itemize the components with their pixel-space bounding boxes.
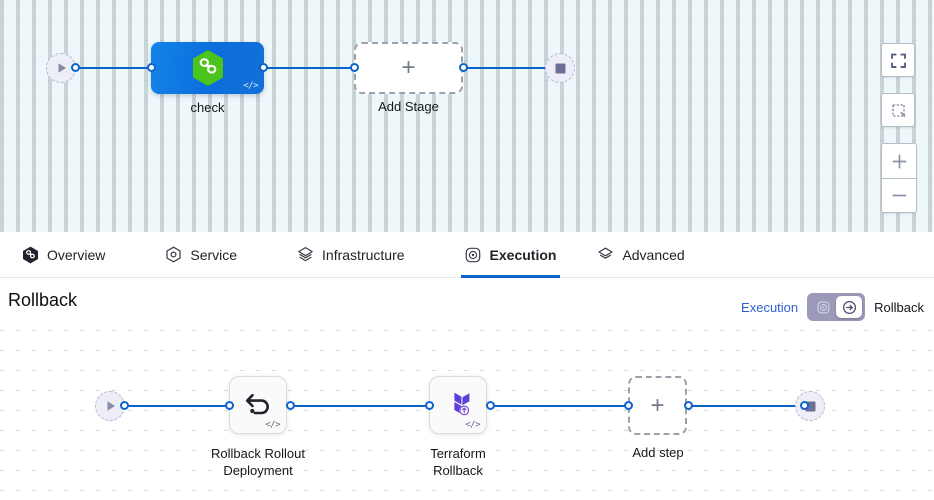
harness-hexagon-icon: [22, 246, 39, 263]
layers-diamond-icon: [297, 246, 314, 263]
execution-rollback-switch: Execution Rollback: [741, 293, 924, 321]
edge-step1-to-step2: [289, 405, 429, 407]
tab-execution[interactable]: Execution: [460, 232, 561, 278]
step-node-terraform-rollback[interactable]: </>: [429, 376, 487, 434]
fit-to-screen-button[interactable]: [881, 43, 915, 77]
rollback-header: Rollback Execution: [0, 278, 934, 330]
port-addstep-out[interactable]: [684, 401, 693, 410]
execution-rollback-toggle[interactable]: [807, 293, 866, 321]
step-label-rollback-rollout-deployment: Rollback Rollout Deployment: [211, 446, 305, 478]
zoom-in-button[interactable]: [882, 144, 916, 178]
zoom-controls: [881, 143, 917, 213]
undo-arrow-icon: [245, 393, 269, 415]
stop-icon: [555, 63, 565, 73]
port-step1-in[interactable]: [225, 401, 234, 410]
code-badge: </>: [265, 420, 280, 430]
canvas-toolbar-top: [881, 43, 915, 77]
rollback-arrow-icon: [842, 300, 856, 314]
code-badge: </>: [243, 81, 258, 91]
dashed-square-icon: [891, 103, 905, 117]
select-area-button[interactable]: [881, 93, 915, 127]
play-icon: [107, 401, 115, 411]
edge-step2-to-addstep: [489, 405, 629, 407]
harness-infinity-hexagon-icon: [192, 50, 223, 86]
edge-start-to-check: [75, 67, 157, 69]
minus-icon: [892, 194, 906, 197]
terraform-icon: [454, 392, 470, 416]
edge-check-to-addstage: [260, 67, 358, 69]
rollback-canvas[interactable]: </> Rollback Rollout Deployment </>: [0, 330, 934, 500]
tab-infrastructure[interactable]: Infrastructure: [293, 232, 408, 278]
add-step-label: Add step: [632, 445, 684, 460]
tab-label: Service: [190, 246, 238, 263]
port-end-in[interactable]: [800, 401, 809, 410]
pipeline-end-node[interactable]: [545, 53, 575, 83]
port-start-out[interactable]: [120, 401, 129, 410]
edge-addstep-to-end: [688, 405, 800, 407]
plus-icon: +: [401, 54, 416, 81]
add-stage-node[interactable]: +: [354, 42, 463, 94]
service-hexagon-icon: [165, 246, 182, 263]
execution-icon: [817, 300, 830, 314]
port-step2-in[interactable]: [425, 401, 434, 410]
port-start-out[interactable]: [71, 63, 80, 72]
add-step-node[interactable]: +: [628, 376, 687, 435]
port-step1-out[interactable]: [286, 401, 295, 410]
execution-icon: [465, 246, 482, 263]
stage-canvas[interactable]: </> check + Add Stage: [0, 0, 934, 232]
plus-icon: +: [650, 391, 665, 419]
port-step2-out[interactable]: [486, 401, 495, 410]
edge-start-to-step1: [124, 405, 230, 407]
stage-label-check: check: [190, 100, 225, 115]
zoom-out-button[interactable]: [882, 178, 916, 212]
tab-overview[interactable]: Overview: [18, 232, 109, 278]
tab-service[interactable]: Service: [161, 232, 241, 278]
switch-label-execution[interactable]: Execution: [741, 299, 799, 315]
plus-icon: [892, 154, 906, 168]
play-icon: [58, 63, 66, 73]
tab-label: Execution: [489, 246, 557, 263]
stage-node-check[interactable]: </>: [151, 42, 264, 94]
tab-advanced[interactable]: Advanced: [593, 232, 688, 278]
tab-label: Advanced: [622, 246, 685, 263]
switch-label-rollback[interactable]: Rollback: [874, 299, 924, 315]
tab-label: Infrastructure: [322, 246, 405, 263]
port-check-in[interactable]: [147, 63, 156, 72]
tab-label: Overview: [47, 246, 106, 263]
code-badge: </>: [465, 420, 480, 430]
expand-corners-icon: [890, 53, 906, 68]
add-stage-label: Add Stage: [378, 99, 439, 114]
step-label-terraform-rollback: Terraform Rollback: [430, 446, 486, 478]
toggle-segment-rollback[interactable]: [836, 296, 863, 318]
stage-tabs: Overview Service In: [0, 232, 934, 278]
page-title: Rollback: [8, 290, 78, 310]
port-addstage-out[interactable]: [459, 63, 468, 72]
advanced-layers-icon: [597, 246, 614, 263]
edge-addstage-to-end: [459, 67, 558, 69]
port-addstep-in[interactable]: [624, 401, 633, 410]
step-node-rollback-rollout-deployment[interactable]: </>: [229, 376, 287, 434]
port-addstage-in[interactable]: [350, 63, 359, 72]
port-check-out[interactable]: [259, 63, 268, 72]
grid-dots: [0, 0, 934, 232]
toggle-segment-execution[interactable]: [810, 296, 836, 318]
